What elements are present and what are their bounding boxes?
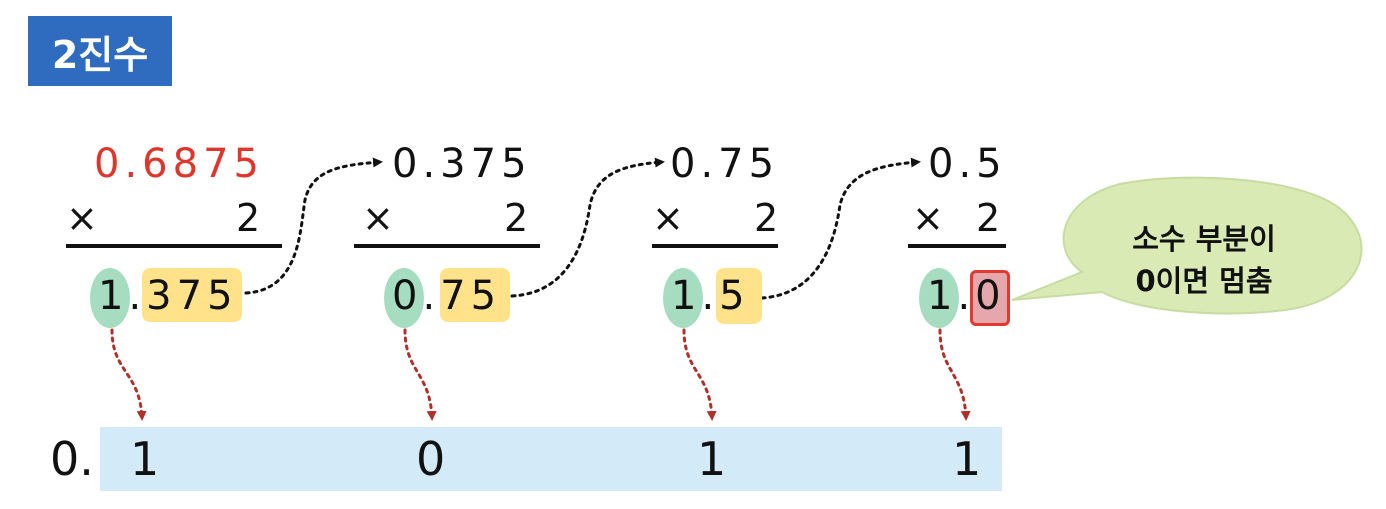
step-1-integer-highlight	[90, 268, 130, 328]
step-3-rule	[652, 244, 778, 248]
callout-line-1: 소수 부분이	[1132, 222, 1276, 256]
step-1-times-sign: ×	[66, 196, 98, 240]
step-1-fraction-highlight	[142, 268, 242, 322]
step-1-point: .	[128, 273, 147, 319]
chain-arrow-3	[760, 157, 921, 300]
step-4-integer: 1	[927, 273, 958, 319]
step-2-times-sign: ×	[362, 196, 394, 240]
title-badge: 2진수	[28, 16, 172, 86]
callout-text: 소수 부분이 0이면 멈춤	[1082, 218, 1326, 302]
step-2-result: 0.75	[392, 272, 501, 320]
step-3-times-sign: ×	[652, 196, 684, 240]
result-digit-2: 0	[416, 432, 446, 486]
down-arrow-1	[110, 328, 147, 421]
step-1-multiplier: 2	[236, 196, 261, 240]
step-4-multiplier: 2	[976, 196, 1001, 240]
step-4-times-sign: ×	[912, 196, 944, 240]
step-3-input: 0.75	[670, 141, 780, 187]
step-1-result: 1.375	[98, 272, 238, 320]
step-3-integer: 1	[671, 273, 702, 319]
chain-arrow-1	[244, 157, 383, 295]
callout-line-2: 0이면 멈춤	[1135, 264, 1273, 298]
step-4-integer-highlight	[919, 268, 959, 328]
callout-bubble	[1011, 176, 1363, 315]
step-4-stop-highlight	[970, 270, 1010, 326]
down-arrow-3	[682, 328, 717, 421]
step-4-point: .	[957, 273, 976, 319]
result-bar	[100, 427, 1002, 491]
step-1-integer: 1	[98, 273, 129, 319]
step-2-multiplier: 2	[504, 196, 529, 240]
step-1-rule	[66, 244, 282, 248]
result-digit-1: 1	[130, 432, 160, 486]
down-arrow-2	[403, 328, 437, 421]
step-3-result: 1.5	[671, 272, 750, 320]
step-3-fraction: 5	[719, 273, 750, 319]
step-2-fraction: 75	[440, 273, 502, 319]
step-2-fraction-highlight	[440, 268, 510, 322]
step-2-rule	[354, 244, 540, 248]
step-4-fraction: 0	[975, 273, 1006, 319]
step-2-integer: 0	[392, 273, 423, 319]
step-1-input: 0.6875	[94, 141, 264, 187]
step-2-input: 0.375	[392, 141, 532, 187]
step-3-fraction-highlight	[716, 268, 762, 324]
chain-arrow-2	[510, 157, 665, 298]
result-digit-4: 1	[952, 432, 982, 486]
result-digit-3: 1	[697, 432, 727, 486]
step-1-fraction: 375	[146, 273, 238, 319]
step-4-result: 1.0	[927, 272, 1006, 320]
step-4-rule	[908, 244, 1006, 248]
result-prefix: 0.	[50, 432, 94, 486]
step-3-point: .	[701, 273, 720, 319]
step-2-integer-highlight	[384, 268, 424, 328]
step-3-multiplier: 2	[754, 196, 779, 240]
step-2-point: .	[422, 273, 441, 319]
step-3-integer-highlight	[663, 268, 703, 328]
title-text: 2진수	[51, 32, 149, 77]
down-arrow-4	[938, 328, 971, 421]
step-4-input: 0.5	[928, 141, 1007, 187]
